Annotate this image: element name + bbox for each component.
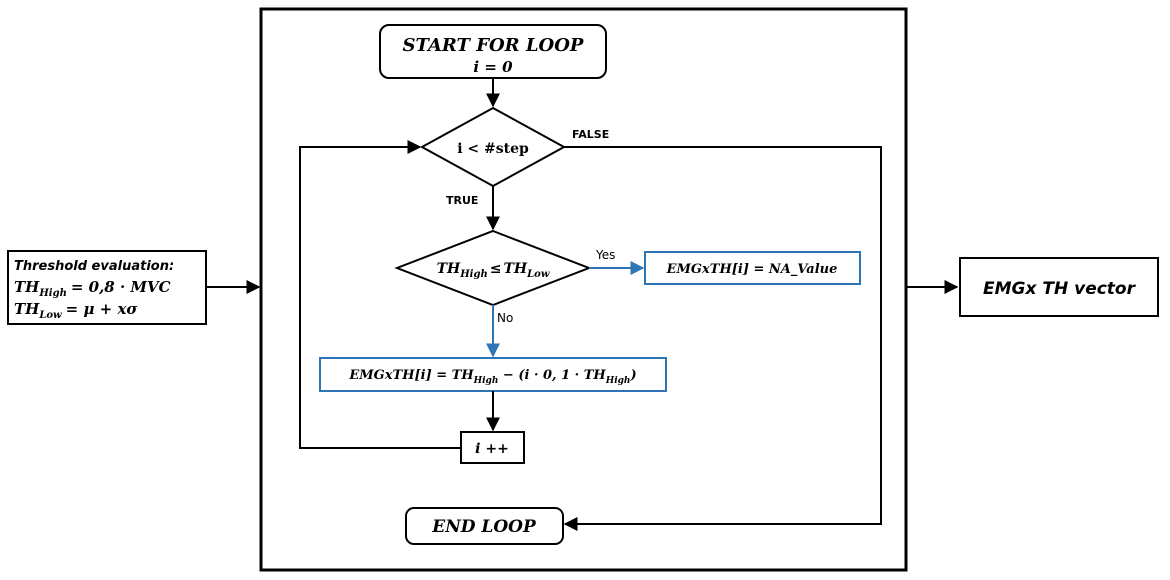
end-loop-text: END LOOP [431,517,537,537]
no-label: No [497,311,513,325]
start-loop-node: START FOR LOOP i = 0 [379,24,607,79]
loop-back-arrow [299,140,461,449]
threshold-step-assignment: EMGxTH[i] = THHigh − (i · 0, 1 · THHigh) [319,357,667,392]
yes-label: Yes [595,248,615,262]
loop-condition-text: i < #step [457,141,529,157]
start-loop-init: i = 0 [473,58,513,76]
start-loop-title: START FOR LOOP [403,35,584,56]
th-assign-text: EMGxTH[i] = THHigh − (i · 0, 1 · THHigh) [348,368,636,386]
compare-text: THHigh≤THLow [437,261,550,280]
false-path-arrow [563,146,882,531]
threshold-title: Threshold evaluation: [14,259,174,274]
loop-frame [259,7,908,572]
threshold-evaluation-box: Threshold evaluation: THHigh= 0,8 · MVC … [7,250,207,325]
false-label: FALSE [572,128,609,141]
na-assign-text: EMGxTH[i] = NA_Value [666,262,838,277]
output-vector-box: EMGx TH vector [959,257,1159,317]
th-low-formula: THLow= μ + xσ [14,300,138,321]
output-text: EMGx TH vector [983,279,1137,299]
loop-condition-decision: i < #step [419,106,567,188]
th-high-formula: THHigh= 0,8 · MVC [14,278,171,299]
increment-text: i ++ [475,441,509,457]
na-value-assignment: EMGxTH[i] = NA_Value [644,251,861,285]
increment-node: i ++ [460,431,525,464]
threshold-compare-decision: THHigh≤THLow [394,229,592,307]
end-loop-node: END LOOP [405,507,564,545]
true-label: TRUE [446,194,478,207]
